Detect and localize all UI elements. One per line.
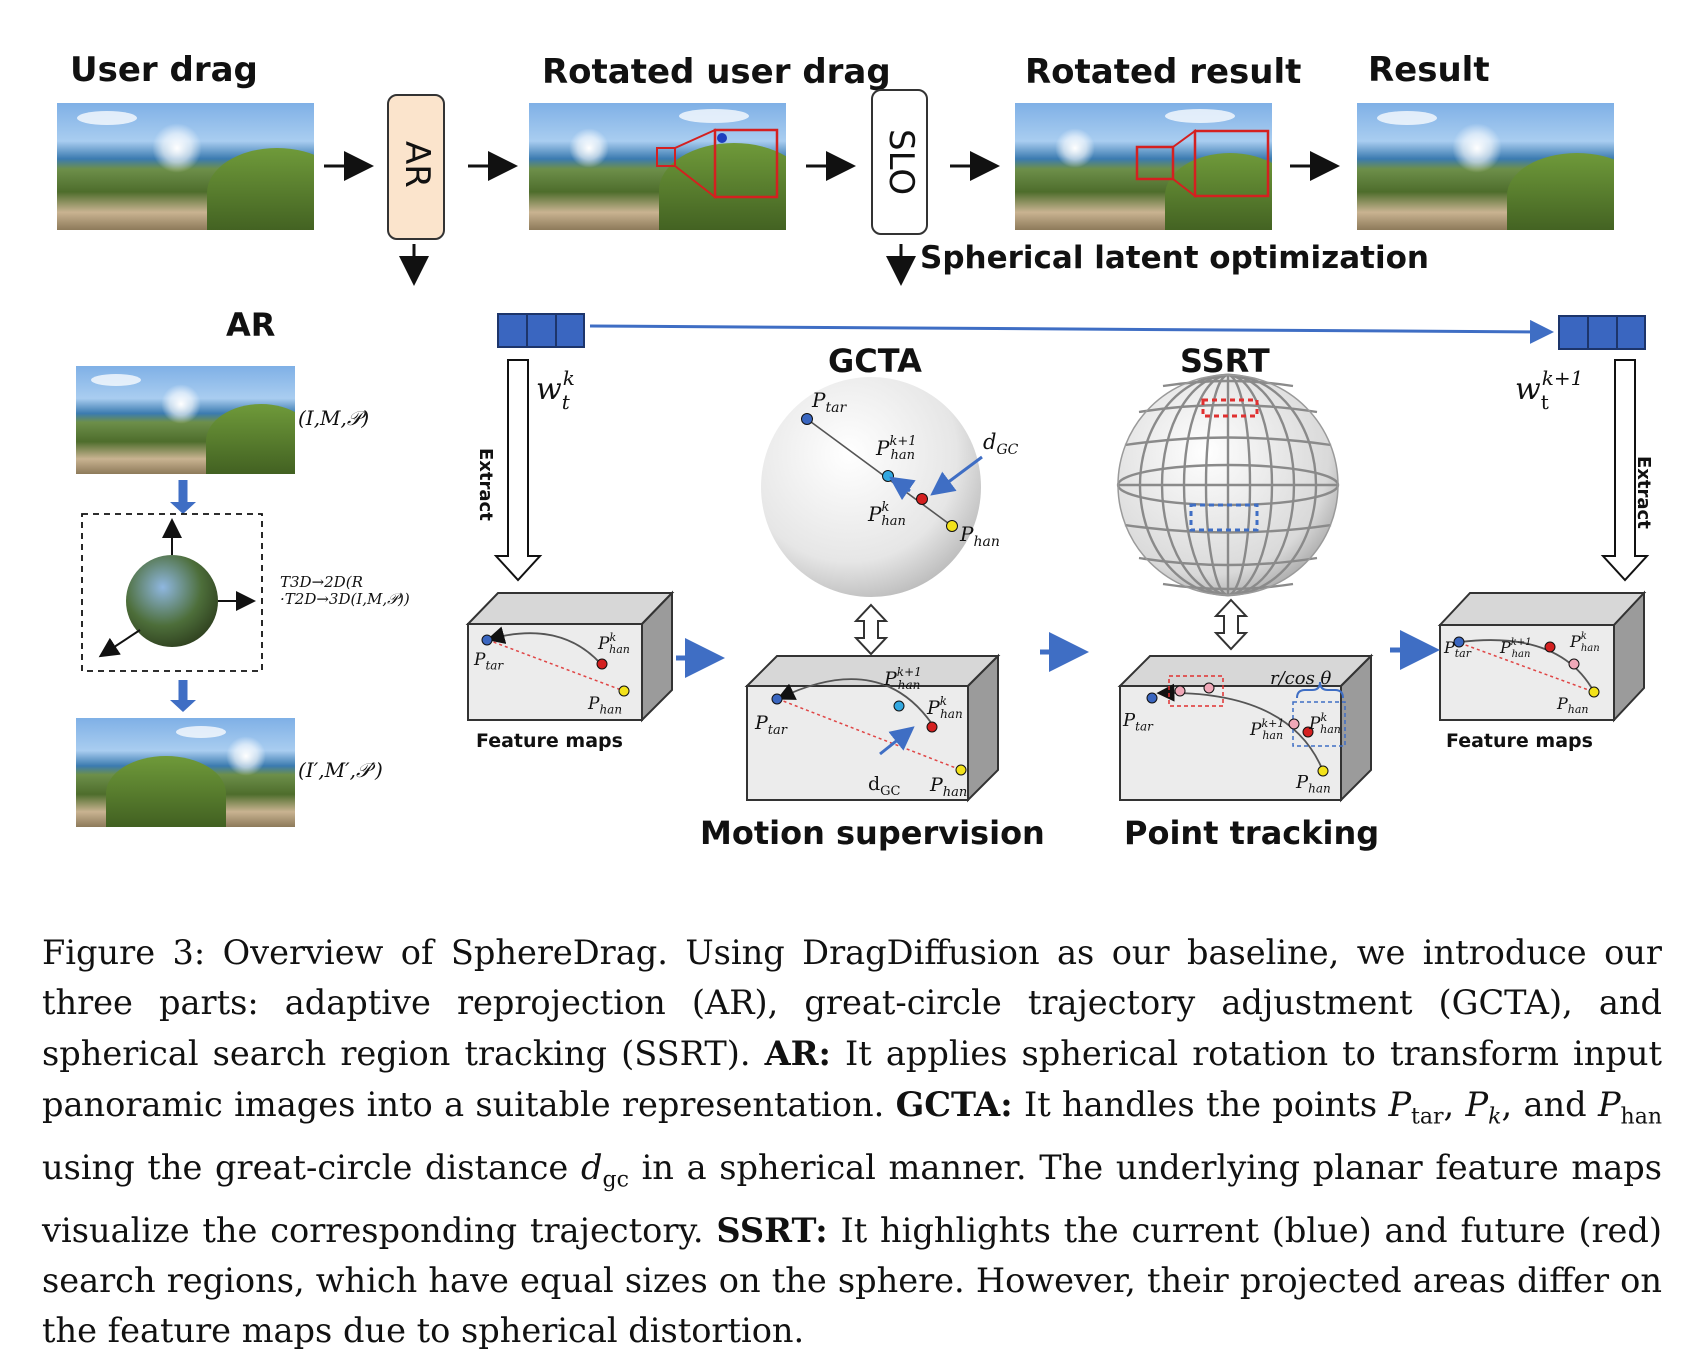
ar-input-label: (I,M,𝒫) <box>298 406 370 430</box>
ssrt-title: SSRT <box>1180 342 1270 380</box>
ssrt-map-ptar: Ptar <box>1123 710 1153 734</box>
feature-maps-label-right: Feature maps <box>1446 730 1593 752</box>
ssrt-map-phank: Pkhan <box>1309 711 1341 736</box>
left-map-ptar: Ptar <box>474 650 504 673</box>
extract-label-left: Extract <box>475 448 496 521</box>
header-rotated-result: Rotated result <box>1025 52 1302 92</box>
slo-caption: Spherical latent optimization <box>920 240 1429 276</box>
point-tracking-label: Point tracking <box>1124 814 1380 852</box>
gcta-map-phan: Phan <box>930 774 968 800</box>
gcta-phank-label: Pkhan <box>868 500 906 529</box>
ar-transform-line2: ·T2D→3D(I,M,𝒫)) <box>280 590 410 608</box>
ar-transform-line1: T3D→2D(R <box>280 573 363 591</box>
ssrt-rcos-label: r/cos θ <box>1270 668 1332 689</box>
gcta-phan-label: Phan <box>960 522 1000 550</box>
ar-output-panorama <box>76 718 295 827</box>
header-rotated-user-drag: Rotated user drag <box>542 52 891 92</box>
feature-maps-label-left: Feature maps <box>476 730 623 752</box>
header-result: Result <box>1368 50 1490 90</box>
right-map-phank: Pkhan <box>1570 631 1600 654</box>
gcta-dgc-label: dGC <box>983 430 1019 459</box>
gcta-ptar-label: Ptar <box>812 388 847 416</box>
right-map-phank1: Pk+1han <box>1500 637 1532 660</box>
left-map-phank: Pkhan <box>598 631 630 656</box>
gcta-map-ptar: Ptar <box>755 712 787 738</box>
ar-block-label: AR <box>397 141 437 188</box>
ar-transform-label: T3D→2D(R ·T2D→3D(I,M,𝒫)) <box>280 574 410 608</box>
slo-block: SLO <box>871 89 928 235</box>
user-drag-panorama <box>57 103 314 230</box>
right-map-ptar: Ptar <box>1444 638 1472 661</box>
extract-label-right: Extract <box>1633 456 1654 529</box>
slo-block-label: SLO <box>881 129 921 196</box>
gcta-map-dgc: dGC <box>868 773 901 799</box>
figure-caption: Figure 3: Overview of SphereDrag. Using … <box>42 933 1663 1351</box>
result-panorama <box>1357 103 1614 230</box>
ar-input-panorama <box>76 366 295 474</box>
gcta-map-phank: Pkhan <box>927 694 963 721</box>
latent-wk1-label: wtk+1 <box>1515 366 1584 414</box>
rotated-result-panorama <box>1015 103 1272 230</box>
right-map-phan: Phan <box>1557 694 1589 717</box>
header-user-drag: User drag <box>70 50 258 90</box>
left-map-phan: Phan <box>588 694 623 717</box>
ar-panel-title: AR <box>226 306 276 344</box>
latent-wk-label: wtk <box>536 366 575 414</box>
gcta-title: GCTA <box>828 342 922 380</box>
ar-block: AR <box>387 94 445 240</box>
gcta-phank1-label: Pk+1han <box>876 434 917 463</box>
ssrt-map-phan: Phan <box>1296 772 1331 796</box>
ar-output-label: (I′,M′,𝒫′) <box>298 758 383 782</box>
motion-supervision-label: Motion supervision <box>700 814 1045 852</box>
ssrt-map-phank1: Pk+1han <box>1250 717 1285 742</box>
diagram-graphics <box>81 128 1650 803</box>
gcta-map-phank1: Pk+1han <box>884 665 922 692</box>
